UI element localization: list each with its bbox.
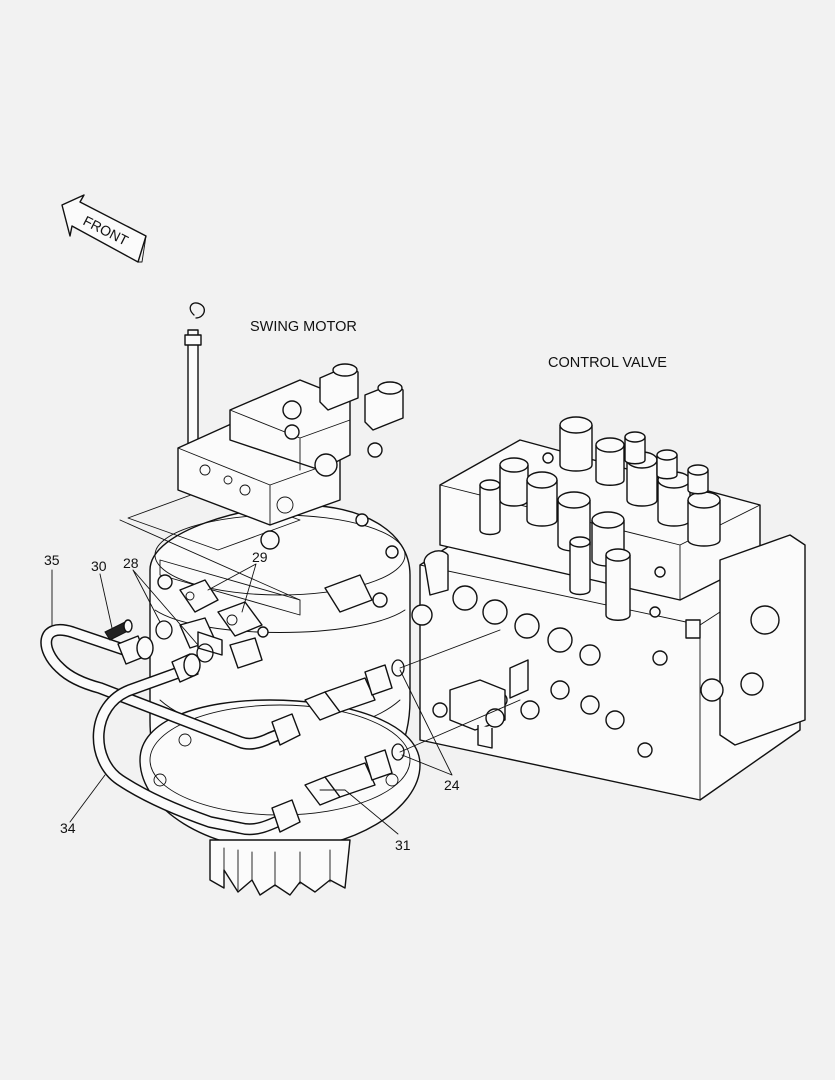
callout-29: 29 [252, 549, 268, 565]
control-valve-title: CONTROL VALVE [548, 355, 667, 371]
callout-31: 31 [395, 837, 411, 853]
valve-spool-caps [479, 416, 721, 621]
swing-motor-title: SWING MOTOR [250, 319, 357, 335]
callout-28: 28 [123, 555, 139, 571]
callout-24: 24 [444, 777, 460, 793]
control-valve-assembly [411, 416, 806, 801]
callout-labels: 35 30 28 29 34 31 24 [44, 549, 460, 853]
split-flange-set [104, 579, 269, 669]
front-arrow: FRONT [61, 194, 147, 263]
adapter-set [304, 659, 405, 806]
callout-35: 35 [44, 552, 60, 568]
leader-lines [51, 519, 521, 835]
swing-motor-assembly [127, 302, 421, 896]
callout-34: 34 [60, 820, 76, 836]
hose-assembly [40, 624, 301, 836]
callout-30: 30 [91, 558, 107, 574]
